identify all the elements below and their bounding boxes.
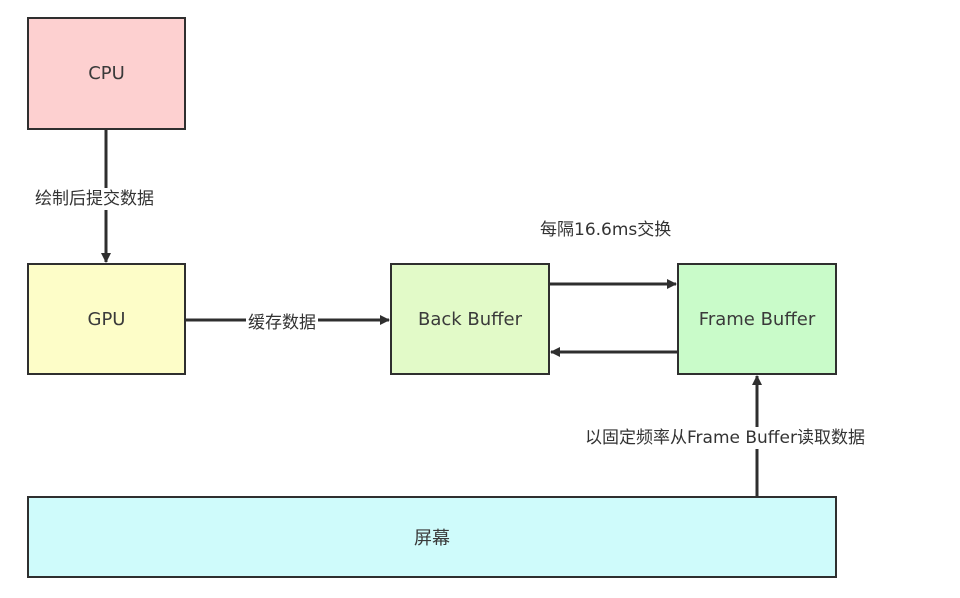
gpu-node: GPU — [27, 263, 186, 375]
edge-label-screen-read: 以固定频率从Frame Buffer读取数据 — [583, 427, 867, 449]
edge-label-cpu-to-gpu: 绘制后提交数据 — [33, 188, 156, 210]
cpu-label: CPU — [88, 63, 125, 84]
back-buffer-node: Back Buffer — [390, 263, 550, 375]
screen-label: 屏幕 — [414, 528, 450, 549]
frame-buffer-node: Frame Buffer — [677, 263, 837, 375]
back-buffer-label: Back Buffer — [417, 308, 523, 330]
edge-label-buffer-swap: 每隔16.6ms交换 — [540, 220, 672, 240]
screen-node: 屏幕 — [27, 496, 837, 578]
gpu-label: GPU — [87, 308, 126, 330]
frame-buffer-label: Frame Buffer — [698, 308, 816, 330]
cpu-node: CPU — [27, 17, 186, 130]
edge-label-gpu-to-back-buffer: 缓存数据 — [246, 312, 318, 334]
